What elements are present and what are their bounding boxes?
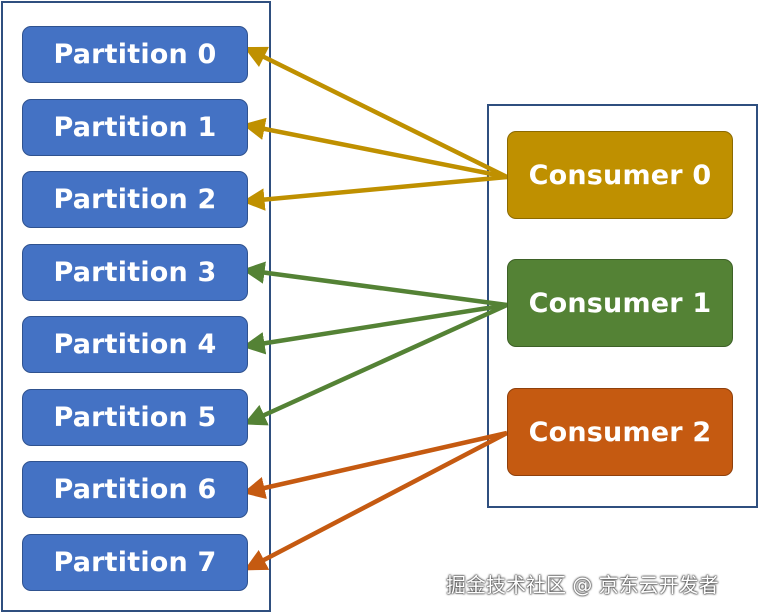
partition-2-node: Partition 2: [22, 171, 248, 228]
arrow-consumer-1-to-partition-3: [242, 261, 508, 308]
partition-7-node: Partition 7: [22, 534, 248, 591]
partition-4-node: Partition 4: [22, 316, 248, 373]
arrow-consumer-1-to-partition-5: [243, 302, 508, 426]
partitions-group: [1, 1, 271, 612]
arrow-consumer-0-to-partition-2: [242, 174, 508, 211]
partition-0-node: Partition 0: [22, 26, 248, 83]
consumer-0-node: Consumer 0: [507, 131, 733, 219]
arrow-consumer-2-to-partition-6: [242, 430, 508, 499]
partition-6-node: Partition 6: [22, 461, 248, 518]
partition-5-node: Partition 5: [22, 389, 248, 446]
arrow-consumer-0-to-partition-1: [242, 117, 508, 180]
consumer-1-node: Consumer 1: [507, 259, 733, 347]
arrow-consumer-2-to-partition-7: [244, 431, 509, 571]
partition-1-node: Partition 1: [22, 99, 248, 156]
arrow-consumer-0-to-partition-0: [243, 46, 508, 180]
partition-3-node: Partition 3: [22, 244, 248, 301]
arrow-consumer-1-to-partition-4: [242, 302, 508, 355]
consumer-2-node: Consumer 2: [507, 388, 733, 476]
watermark-text: 掘金技术社区 @ 京东云开发者: [446, 573, 719, 597]
